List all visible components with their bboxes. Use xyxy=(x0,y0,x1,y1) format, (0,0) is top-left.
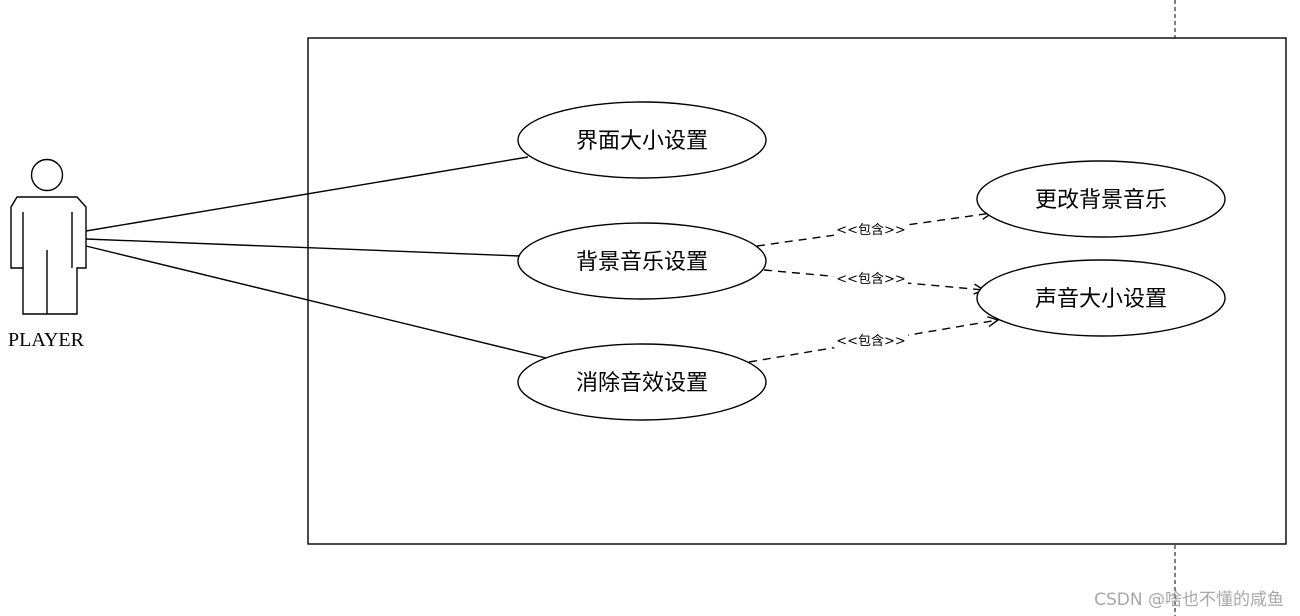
system-boundary xyxy=(307,37,1287,545)
use-case-change-bg-music: 更改背景音乐 xyxy=(976,160,1226,238)
association-screen-size xyxy=(85,156,529,232)
use-case-ellipse xyxy=(976,160,1226,238)
use-case-sfx-off: 消除音效设置 xyxy=(517,343,767,421)
use-case-ellipse xyxy=(517,101,767,179)
use-case-label: 更改背景音乐 xyxy=(1035,188,1167,213)
use-case-label: 消除音效设置 xyxy=(576,371,708,396)
include-label-bg-3 xyxy=(834,332,908,348)
actor-body-outline xyxy=(10,196,87,315)
use-case-bg-music: 背景音乐设置 xyxy=(517,222,767,300)
include-label-bg-1 xyxy=(834,221,908,237)
use-case-screen-size: 界面大小设置 xyxy=(517,101,767,179)
actor-figure xyxy=(10,158,87,315)
use-case-label: 背景音乐设置 xyxy=(576,250,708,275)
use-case-label: 界面大小设置 xyxy=(576,129,708,154)
actor-label: PLAYER xyxy=(8,329,85,351)
include-label-1: <<包含>> xyxy=(836,222,906,238)
include-label-bg-2 xyxy=(834,270,908,286)
use-case-label: 声音大小设置 xyxy=(1035,287,1167,312)
association-sfx-off xyxy=(85,245,547,359)
include-label-2: <<包含>> xyxy=(836,271,906,287)
association-bg-music xyxy=(85,238,521,257)
include-line-2 xyxy=(763,269,984,290)
use-case-ellipse xyxy=(976,259,1226,337)
watermark: CSDN @啥也不懂的咸鱼 xyxy=(1094,590,1284,610)
use-case-volume: 声音大小设置 xyxy=(976,259,1226,337)
include-label-3: <<包含>> xyxy=(836,333,906,349)
use-case-ellipse xyxy=(517,343,767,421)
use-case-ellipse xyxy=(517,222,767,300)
actor-head xyxy=(30,158,64,192)
